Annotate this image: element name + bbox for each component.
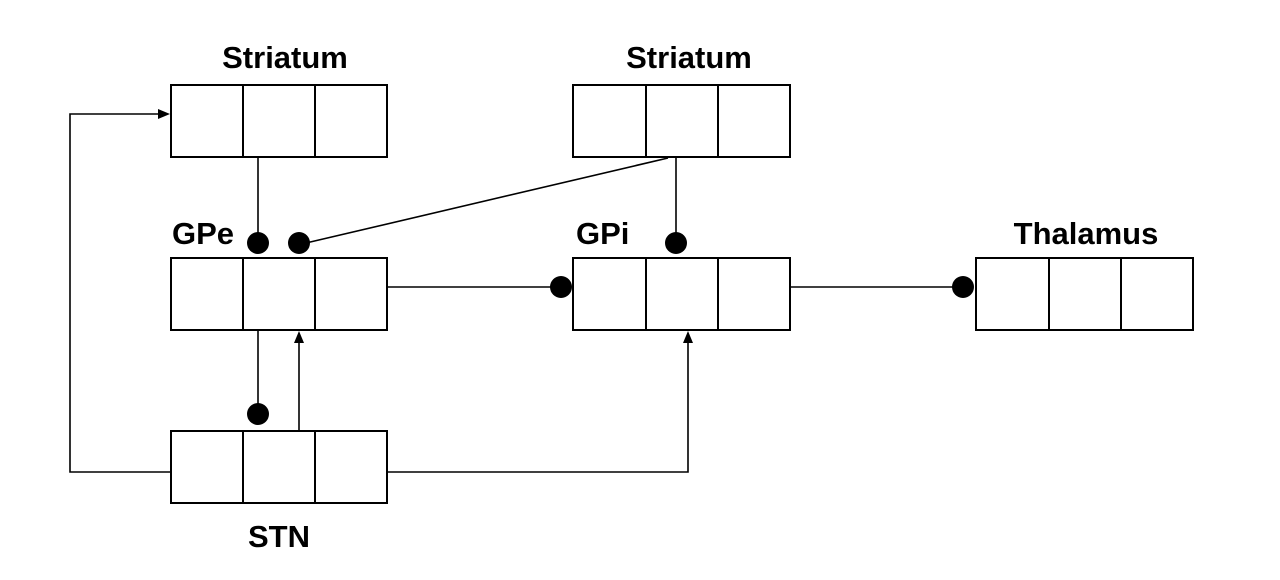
node-stn: STN	[170, 430, 388, 554]
excitatory-arrowhead	[294, 331, 304, 343]
edge-striatum-right-to-gpe	[288, 157, 669, 254]
node-gpi: GPi	[572, 216, 791, 331]
node-gpe: GPe	[170, 216, 388, 331]
inhibitory-terminal-dot	[247, 232, 269, 254]
node-label: Striatum	[626, 40, 752, 75]
inhibitory-terminal-dot	[550, 276, 572, 298]
edge-striatum-left-to-gpe	[247, 158, 269, 254]
node-thalamus: Thalamus	[975, 216, 1194, 331]
excitatory-arrowhead	[158, 109, 170, 119]
excitatory-arrowhead	[683, 331, 693, 343]
edge-stn-to-gpe	[294, 331, 304, 430]
inhibitory-terminal-dot	[952, 276, 974, 298]
node-label: GPi	[576, 216, 629, 251]
node-striatum-left: Striatum	[170, 40, 388, 158]
inhibitory-terminal-dot	[665, 232, 687, 254]
edge-gpe-to-gpi	[388, 276, 572, 298]
edge-striatum-right-to-gpi	[665, 158, 687, 254]
edge-gpi-to-thalamus	[791, 276, 974, 298]
node-striatum-right: Striatum	[572, 40, 791, 158]
inhibitory-terminal-dot	[247, 403, 269, 425]
node-label: Striatum	[222, 40, 348, 75]
inhibitory-terminal-dot	[288, 232, 310, 254]
node-label: Thalamus	[1014, 216, 1159, 251]
node-label: STN	[248, 519, 310, 554]
edge-stn-to-gpi	[388, 331, 693, 473]
edge-stn-to-striatum-left	[69, 109, 170, 473]
edge-gpe-to-stn	[247, 331, 269, 425]
node-label: GPe	[172, 216, 234, 251]
